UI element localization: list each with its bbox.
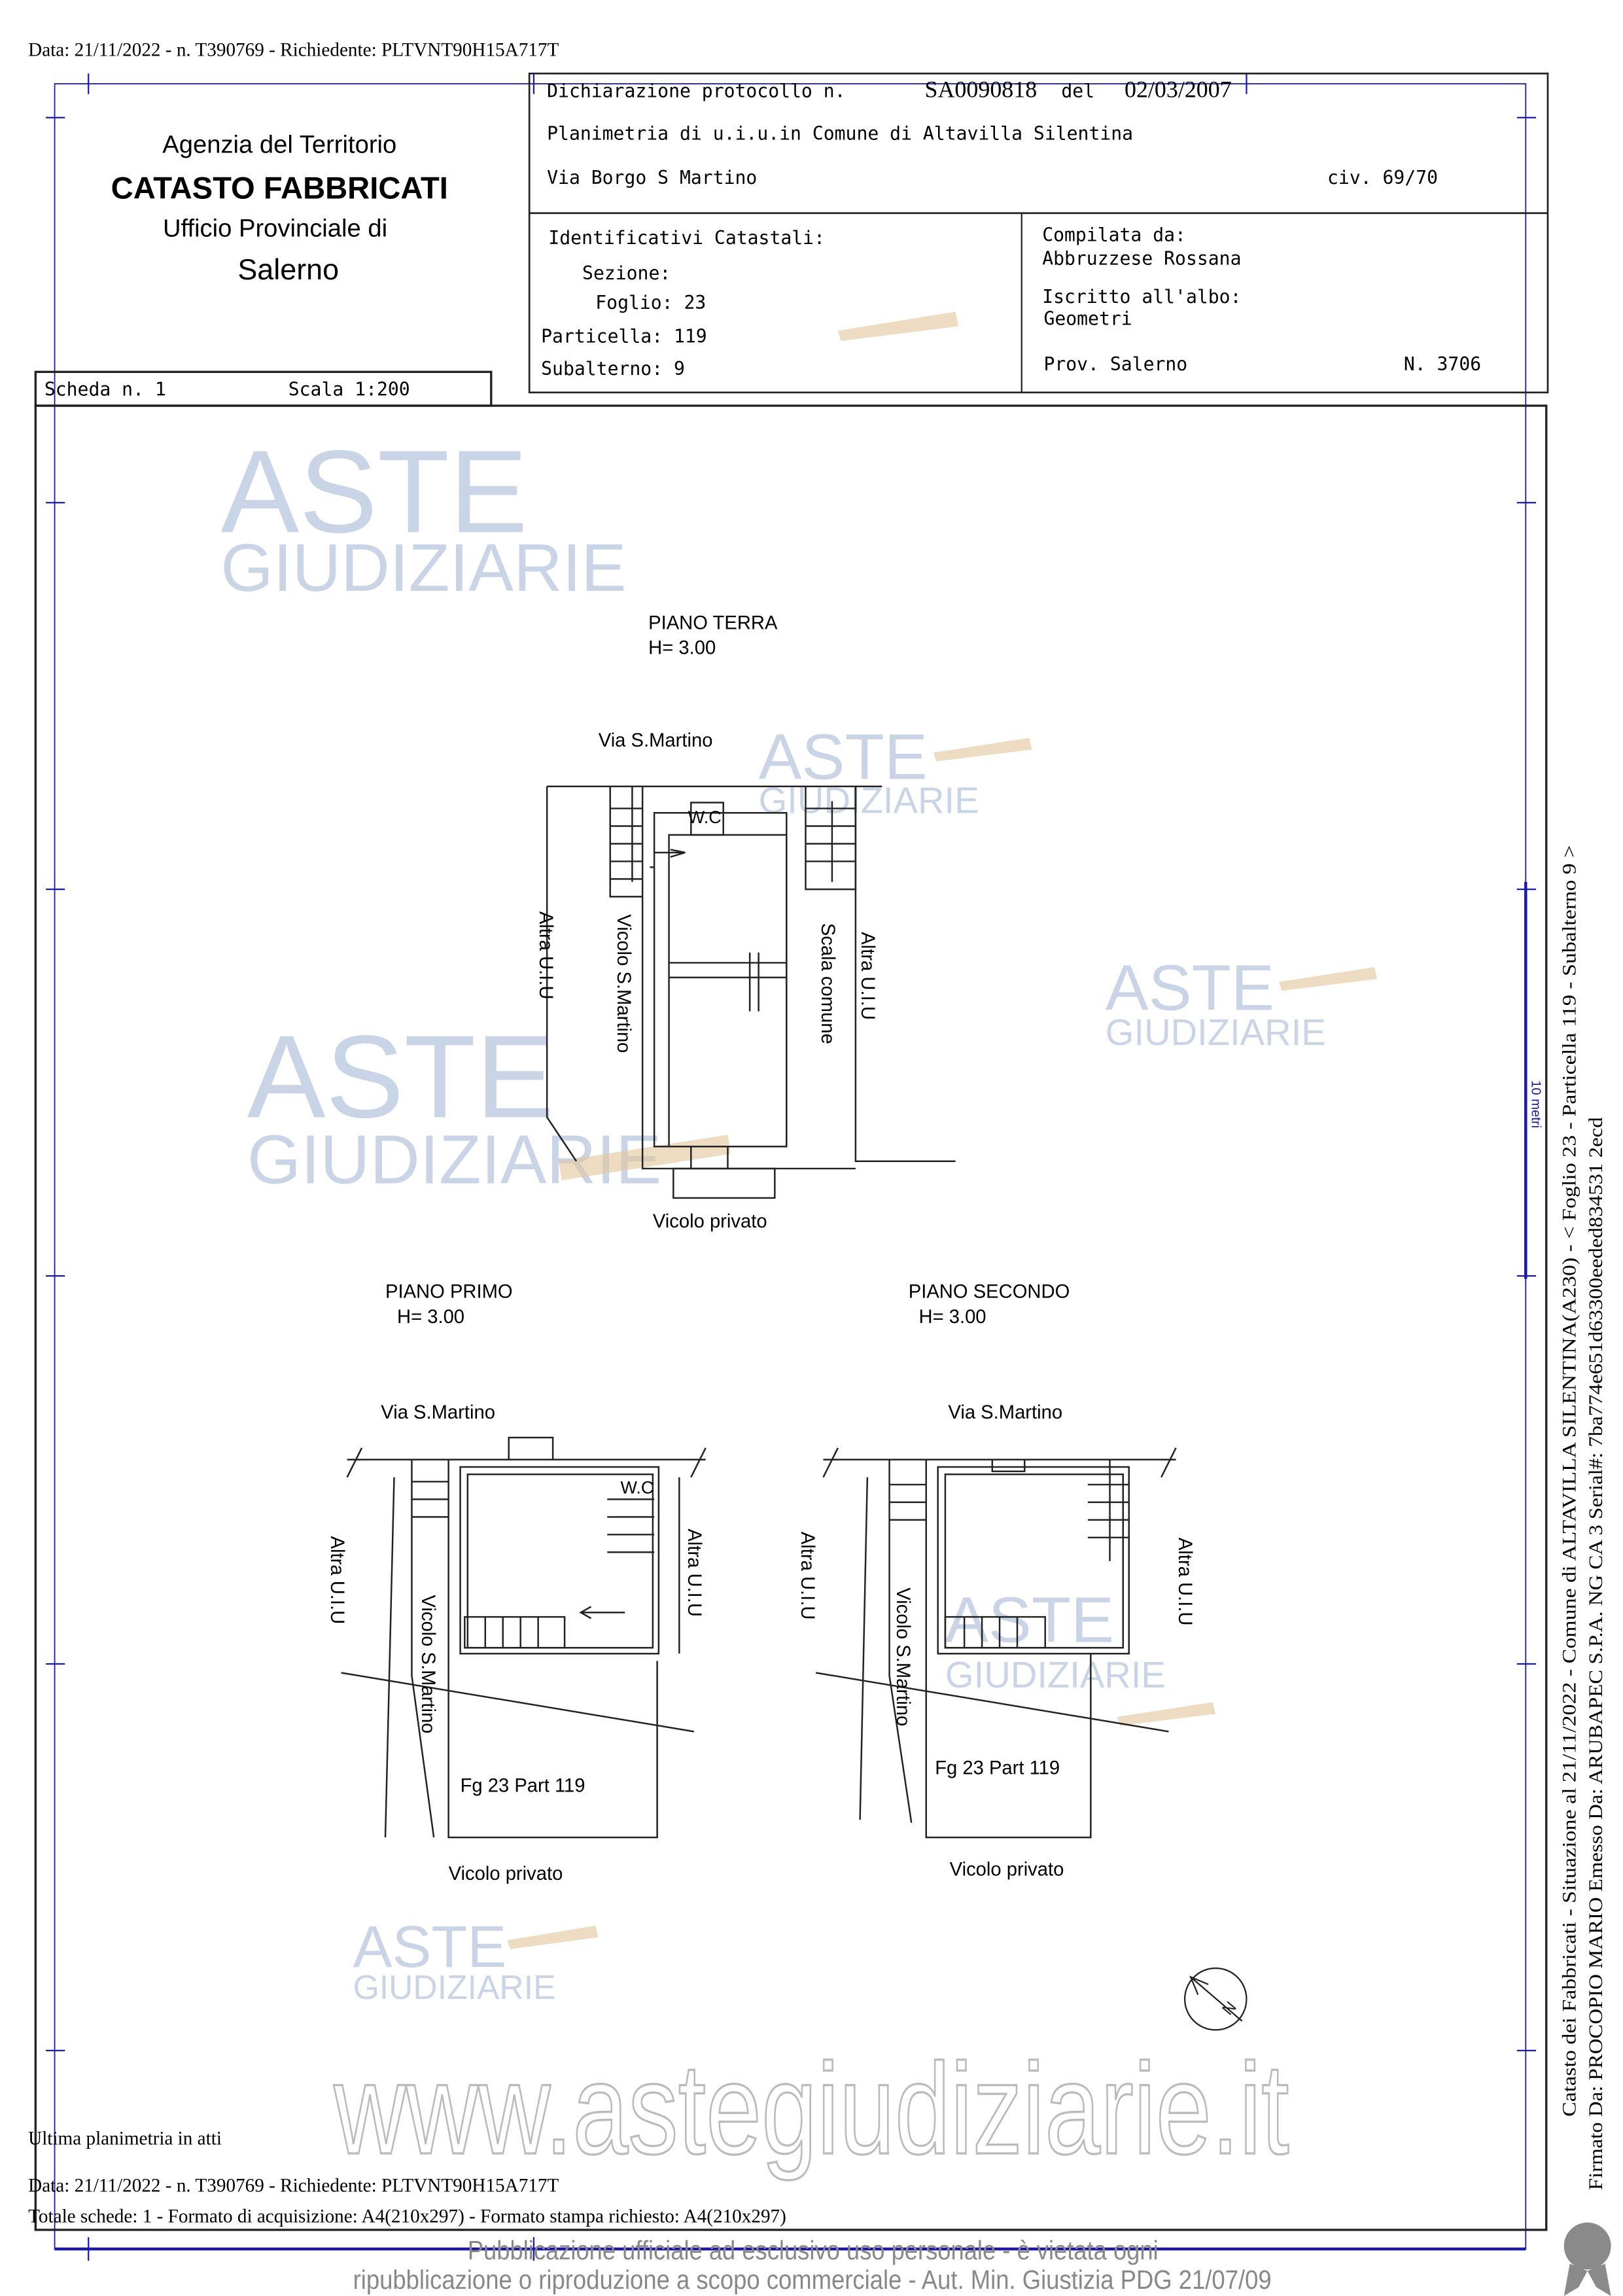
watermark-notice-1: Pubblicazione ufficiale ad esclusivo uso…	[468, 2235, 1159, 2265]
watermark-aste: ASTE	[247, 1011, 554, 1142]
parcel-label: Fg 23 Part 119	[935, 1758, 1060, 1779]
plan-piano-terra: PIANO TERRA H= 3.00 Via S.Martino W.C Al…	[535, 612, 956, 1232]
north-arrow-icon: N	[1183, 1967, 1248, 2031]
vicolo-label: Vicolo S.Martino	[417, 1595, 438, 1733]
compiler-label: Compilata da:	[1042, 224, 1186, 245]
subalterno: Subalterno: 9	[541, 358, 685, 380]
foglio: Foglio: 23	[595, 292, 706, 313]
side-catasto-text: Catasto dei Fabbricati - Situazione al 2…	[1560, 845, 1580, 2117]
wc-label: W.C	[620, 1477, 654, 1497]
stairs-label: Scala comune	[817, 923, 838, 1044]
watermark-site: www.astegiudiziarie.it	[334, 2036, 1289, 2181]
vicolo-label: Vicolo S.Martino	[613, 914, 634, 1053]
plan-title: PIANO SECONDO	[909, 1282, 1070, 1303]
sezione: Sezione:	[582, 262, 671, 284]
watermark-aste: ASTE	[220, 426, 527, 557]
scale-bar-label: 10 metri	[1528, 1080, 1543, 1128]
date-label: del	[1061, 80, 1094, 101]
plan-height: H= 3.00	[397, 1307, 464, 1328]
albo-label: Iscritto all'albo:	[1042, 286, 1241, 308]
parcel-label: Fg 23 Part 119	[461, 1775, 585, 1796]
right-neighbor-label: Altra U.I.U	[1174, 1538, 1195, 1626]
watermark-aste: ASTE	[353, 1915, 507, 1980]
planimetria-line: Planimetria di u.i.u.in Comune di Altavi…	[547, 122, 1133, 144]
vicolo-label: Vicolo S.Martino	[892, 1587, 913, 1726]
watermark-giudiziarie: GIUDIZIARIE	[220, 529, 626, 605]
street-label: Via S.Martino	[948, 1402, 1062, 1423]
protocol-number: SA0090818	[924, 76, 1037, 102]
left-neighbor-label: Altra U.I.U	[797, 1532, 818, 1620]
identifiers-title: Identificativi Catastali:	[548, 227, 825, 249]
agency-catasto: CATASTO FABBRICATI	[111, 170, 448, 205]
province: Prov. Salerno	[1043, 353, 1187, 375]
agency-name: Agenzia del Territorio	[162, 131, 396, 159]
watermark-aste: ASTE	[945, 1583, 1114, 1655]
civic-number: civ. 69/70	[1327, 167, 1438, 188]
address: Via Borgo S Martino	[547, 167, 757, 188]
side-signature-text: Firmato Da: PROCOPIO MARIO Emesso Da: AR…	[1586, 1117, 1607, 2190]
protocol-label: Dichiarazione protocollo n.	[547, 80, 845, 101]
wc-label: W.C	[688, 807, 722, 827]
plan-piano-primo: PIANO PRIMO H= 3.00 Via S.Martino W.C Al…	[326, 1282, 707, 1884]
bottom-label: Vicolo privato	[950, 1860, 1064, 1881]
scheda-number: Scheda n. 1	[44, 378, 166, 400]
watermark-notice-2: ripubblicazione o riproduzione a scopo c…	[353, 2265, 1272, 2295]
bottom-label: Vicolo privato	[653, 1211, 767, 1232]
watermark-logos: ASTE GIUDIZIARIE ASTE GIUDIZIARIE ASTE G…	[220, 311, 1378, 2006]
top-stamp: Data: 21/11/2022 - n. T390769 - Richiede…	[28, 39, 559, 60]
protocol-date: 02/03/2007	[1125, 76, 1232, 102]
blue-frame	[46, 73, 1537, 2261]
registration-number: N. 3706	[1404, 353, 1481, 375]
watermark-aste: ASTE	[759, 721, 928, 793]
albo-value: Geometri	[1043, 308, 1132, 329]
svg-text:N: N	[1219, 1998, 1240, 2019]
scale: Scala 1:200	[288, 378, 410, 400]
header-box	[34, 72, 1549, 2231]
watermark-giudiziarie: GIUDIZIARIE	[353, 1968, 556, 2006]
street-label: Via S.Martino	[381, 1402, 495, 1423]
footer-stamp: Data: 21/11/2022 - n. T390769 - Richiede…	[28, 2176, 559, 2197]
left-neighbor-label: Altra U.I.U	[535, 911, 556, 1000]
footer-totale: Totale schede: 1 - Formato di acquisizio…	[28, 2206, 786, 2227]
agency-city: Salerno	[237, 253, 339, 286]
right-neighbor-label: Altra U.I.U	[857, 932, 878, 1020]
plan-height: H= 3.00	[918, 1307, 986, 1328]
particella: Particella: 119	[541, 325, 707, 347]
left-neighbor-label: Altra U.I.U	[326, 1536, 347, 1625]
street-label: Via S.Martino	[599, 730, 713, 751]
compiler-name: Abbruzzese Rossana	[1042, 247, 1241, 269]
bottom-label: Vicolo privato	[449, 1863, 563, 1884]
agency-office: Ufficio Provinciale di	[163, 215, 387, 243]
right-neighbor-label: Altra U.I.U	[684, 1528, 705, 1617]
plan-title: PIANO TERRA	[648, 612, 778, 633]
plan-height: H= 3.00	[648, 638, 716, 659]
plan-piano-secondo: PIANO SECONDO H= 3.00 Via S.Martino Altr…	[797, 1282, 1195, 1881]
watermark-aste: ASTE	[1106, 951, 1274, 1023]
watermark-giudiziarie: GIUDIZIARIE	[945, 1654, 1166, 1695]
plan-title: PIANO PRIMO	[385, 1282, 513, 1303]
seal-icon	[1563, 2222, 1611, 2296]
watermark-giudiziarie: GIUDIZIARIE	[1106, 1012, 1326, 1053]
ultima-planimetria: Ultima planimetria in atti	[28, 2128, 222, 2149]
